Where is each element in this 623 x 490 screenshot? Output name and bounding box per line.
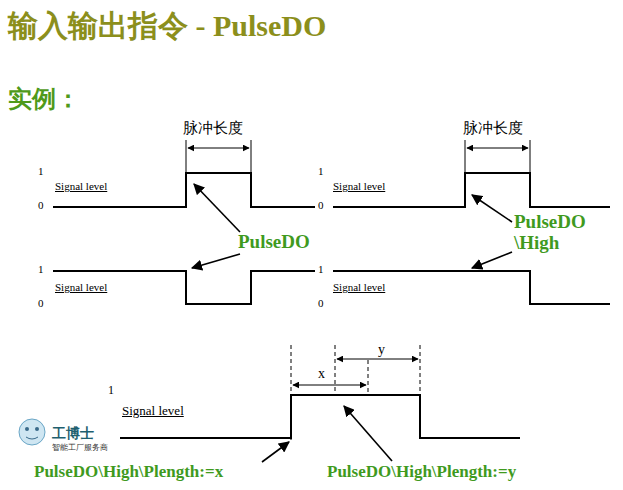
level-number: 0 [38,199,44,211]
leader-arrows [192,184,512,462]
signal-name: Signal level [122,404,184,418]
level-number: 0 [318,199,324,211]
level-number: 0 [38,297,44,309]
level-number: 1 [38,165,44,177]
level-number: 0 [318,297,324,309]
level-number: 1 [318,263,324,275]
watermark: 智能工厂服务商 [52,444,108,453]
signal-name: Signal level [55,180,107,192]
dimension-label: y [378,342,385,357]
dimension-label: x [318,366,325,381]
dimension-lines [186,140,530,440]
instruction-label: PulseDO [238,232,310,253]
instruction-label: PulseDO\High\Plength:=y [327,463,516,482]
instruction-label: PulseDO \High [514,212,609,254]
section-heading: 实例： [8,86,80,112]
dimension-label: 脉冲长度 [183,120,243,137]
waveforms [53,173,610,438]
dimension-label: 脉冲长度 [463,120,523,137]
signal-name: Signal level [55,281,107,293]
level-number: 1 [108,384,114,397]
watermark: 工博士 [52,426,94,441]
instruction-label: PulseDO\High\Plength:=x [34,463,223,482]
watermark-icon [19,419,45,445]
slide-title: 输入输出指令 - PulseDO [8,6,326,47]
signal-name: Signal level [333,180,385,192]
level-number: 1 [38,263,44,275]
level-number: 1 [318,165,324,177]
signal-name: Signal level [333,281,385,293]
